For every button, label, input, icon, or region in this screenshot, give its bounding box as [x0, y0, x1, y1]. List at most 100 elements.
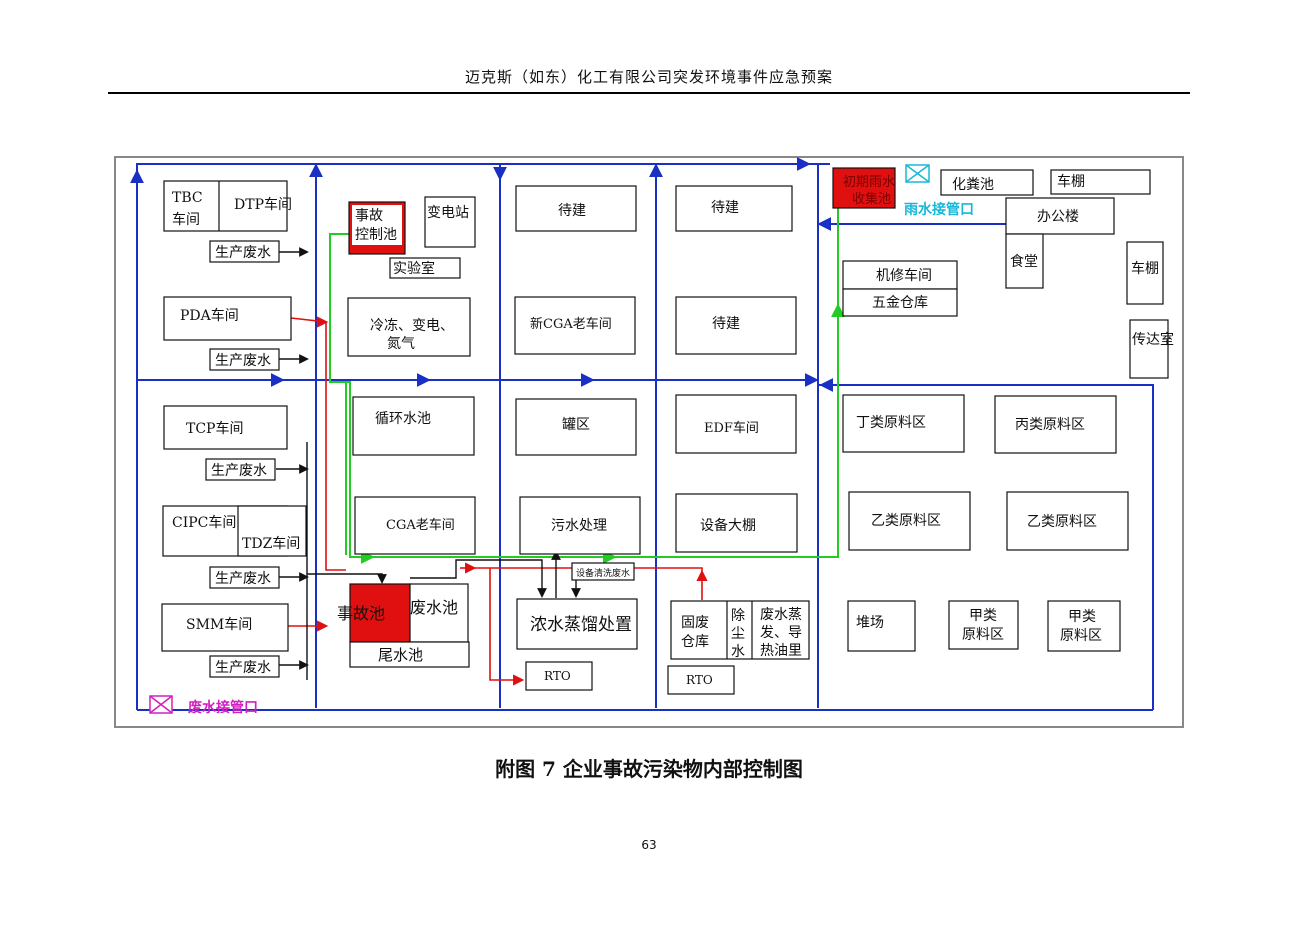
substation — [424, 196, 476, 248]
label-refrig-b: 氮气 — [387, 336, 415, 352]
figure-caption: 附图 7 企业事故污染物内部控制图 — [495, 757, 803, 781]
label-rto2: RTO — [686, 673, 713, 687]
red-pipe-pda — [290, 317, 346, 571]
header-rule — [108, 92, 1190, 94]
rain-drainage-network — [130, 157, 1154, 711]
label-tbd2: 待建 — [711, 200, 739, 216]
label-hardware: 五金仓库 — [872, 295, 928, 311]
label-raw-b2: 乙类原料区 — [1027, 514, 1097, 530]
label-waste2: 生产废水 — [215, 353, 271, 369]
tbc-dtp-workshop — [163, 180, 288, 232]
label-office: 办公楼 — [1037, 209, 1079, 225]
tank-area — [515, 398, 637, 456]
new-cga-workshop — [514, 296, 636, 355]
repair-workshop — [842, 260, 958, 290]
label-dust-a: 除 — [731, 608, 745, 624]
label-smm: SMM车间 — [186, 616, 252, 633]
solid-waste-block — [670, 600, 810, 660]
pda-workshop — [163, 296, 292, 341]
tail-water-pool — [349, 641, 470, 668]
label-acc-pool: 事故池 — [337, 604, 385, 623]
label-equip-rinse: 设备清洗废水 — [576, 567, 630, 579]
label-cipc: CIPC车间 — [172, 514, 236, 531]
refrigeration-building — [347, 297, 471, 357]
label-guard: 传达室 — [1132, 331, 1174, 348]
label-rain-pool-b: 收集池 — [852, 191, 891, 207]
raw-material-class-b-1 — [848, 491, 971, 551]
label-refrig-a: 冷冻、变电、 — [370, 317, 454, 334]
label-tail-pool: 尾水池 — [378, 646, 423, 664]
label-shed1: 车棚 — [1057, 173, 1085, 190]
tbc-label-2: 车间 — [172, 211, 200, 228]
label-equip-shed: 设备大棚 — [700, 517, 756, 534]
circulating-water-pool — [352, 396, 475, 456]
green-pipe-main — [329, 208, 839, 558]
to-be-built-2 — [675, 185, 793, 232]
document-header: 迈克斯（如东）化工有限公司突发环境事件应急预案 — [464, 68, 833, 86]
raw-material-class-c — [994, 395, 1117, 454]
red-pipe-rto — [489, 568, 525, 686]
label-cga-old: CGA老车间 — [386, 517, 455, 533]
concentrate-distillation — [516, 598, 638, 650]
label-tbd1: 待建 — [558, 203, 586, 219]
laboratory — [389, 257, 461, 279]
label-dust-b: 尘 — [731, 626, 745, 642]
waste-tag-4 — [209, 566, 280, 589]
label-raw-d: 丁类原料区 — [856, 415, 926, 431]
label-evap2-a: 废水蒸 — [760, 607, 802, 623]
to-be-built-3 — [675, 296, 797, 355]
raw-material-class-a-2 — [1047, 600, 1121, 652]
waste-tag-1 — [209, 240, 280, 263]
buildings: TBC 车间 DTP车间 生产废水 PDA车间 生产废水 TCP车间 生产废水 … — [161, 167, 1174, 695]
label-evap2-b: 发、导 — [760, 625, 802, 641]
label-waste3: 生产废水 — [211, 463, 267, 479]
label-evap2-c: 热油里 — [760, 643, 802, 659]
label-waste5: 生产废水 — [215, 660, 271, 676]
hardware-warehouse — [842, 288, 958, 317]
septic-tank — [940, 169, 1034, 196]
bike-shed-2 — [1126, 241, 1164, 305]
waste-tag-2 — [209, 348, 280, 371]
label-raw-a2-b: 原料区 — [1060, 628, 1102, 644]
label-solid-a: 固废 — [681, 615, 709, 631]
label-yard: 堆场 — [856, 615, 884, 631]
label-solid-b: 仓库 — [681, 634, 709, 650]
smm-workshop — [161, 603, 289, 652]
raw-material-class-d — [842, 394, 965, 453]
production-wastewater-lines — [276, 247, 581, 680]
initial-rain-flow — [329, 208, 845, 564]
stock-yard — [847, 600, 916, 652]
tbc-label: TBC — [172, 190, 203, 206]
label-rto1: RTO — [544, 669, 571, 683]
edf-workshop — [675, 394, 797, 454]
label-new-cga: 新CGA老车间 — [530, 316, 612, 332]
dtp-label: DTP车间 — [234, 196, 292, 213]
label-sewage: 污水处理 — [551, 518, 607, 534]
label-tcp: TCP车间 — [186, 420, 243, 437]
rto-unit-2 — [667, 665, 735, 695]
rainwater-outlet-label: 雨水接管口 — [904, 201, 974, 218]
wastewater-outlet: 废水接管口 — [149, 695, 258, 716]
rto-unit-1 — [525, 661, 593, 691]
label-acc-ctrl-a: 事故 — [355, 208, 383, 224]
cga-old-workshop — [354, 496, 476, 555]
site-map-frame — [114, 156, 1184, 728]
label-raw-a1-a: 甲类 — [969, 608, 997, 624]
guard-room — [1129, 319, 1169, 379]
canteen — [1005, 233, 1044, 289]
label-tbd3: 待建 — [712, 316, 740, 332]
raw-material-class-b-2 — [1006, 491, 1129, 551]
tcp-workshop — [163, 405, 288, 450]
label-tdz: TDZ车间 — [242, 535, 300, 552]
label-dust-c: 水 — [731, 644, 745, 660]
rain-pipe-outer — [136, 163, 830, 710]
label-edf: EDF车间 — [704, 420, 759, 436]
waste-tag-5 — [209, 655, 280, 678]
rainwater-outlet: 雨水接管口 — [904, 164, 974, 218]
page-number: 63 — [641, 838, 657, 852]
waste-tag-3 — [205, 458, 276, 481]
office-building — [1005, 197, 1115, 235]
label-acc-ctrl-b: 控制池 — [355, 227, 397, 243]
to-be-built-1 — [515, 185, 637, 232]
